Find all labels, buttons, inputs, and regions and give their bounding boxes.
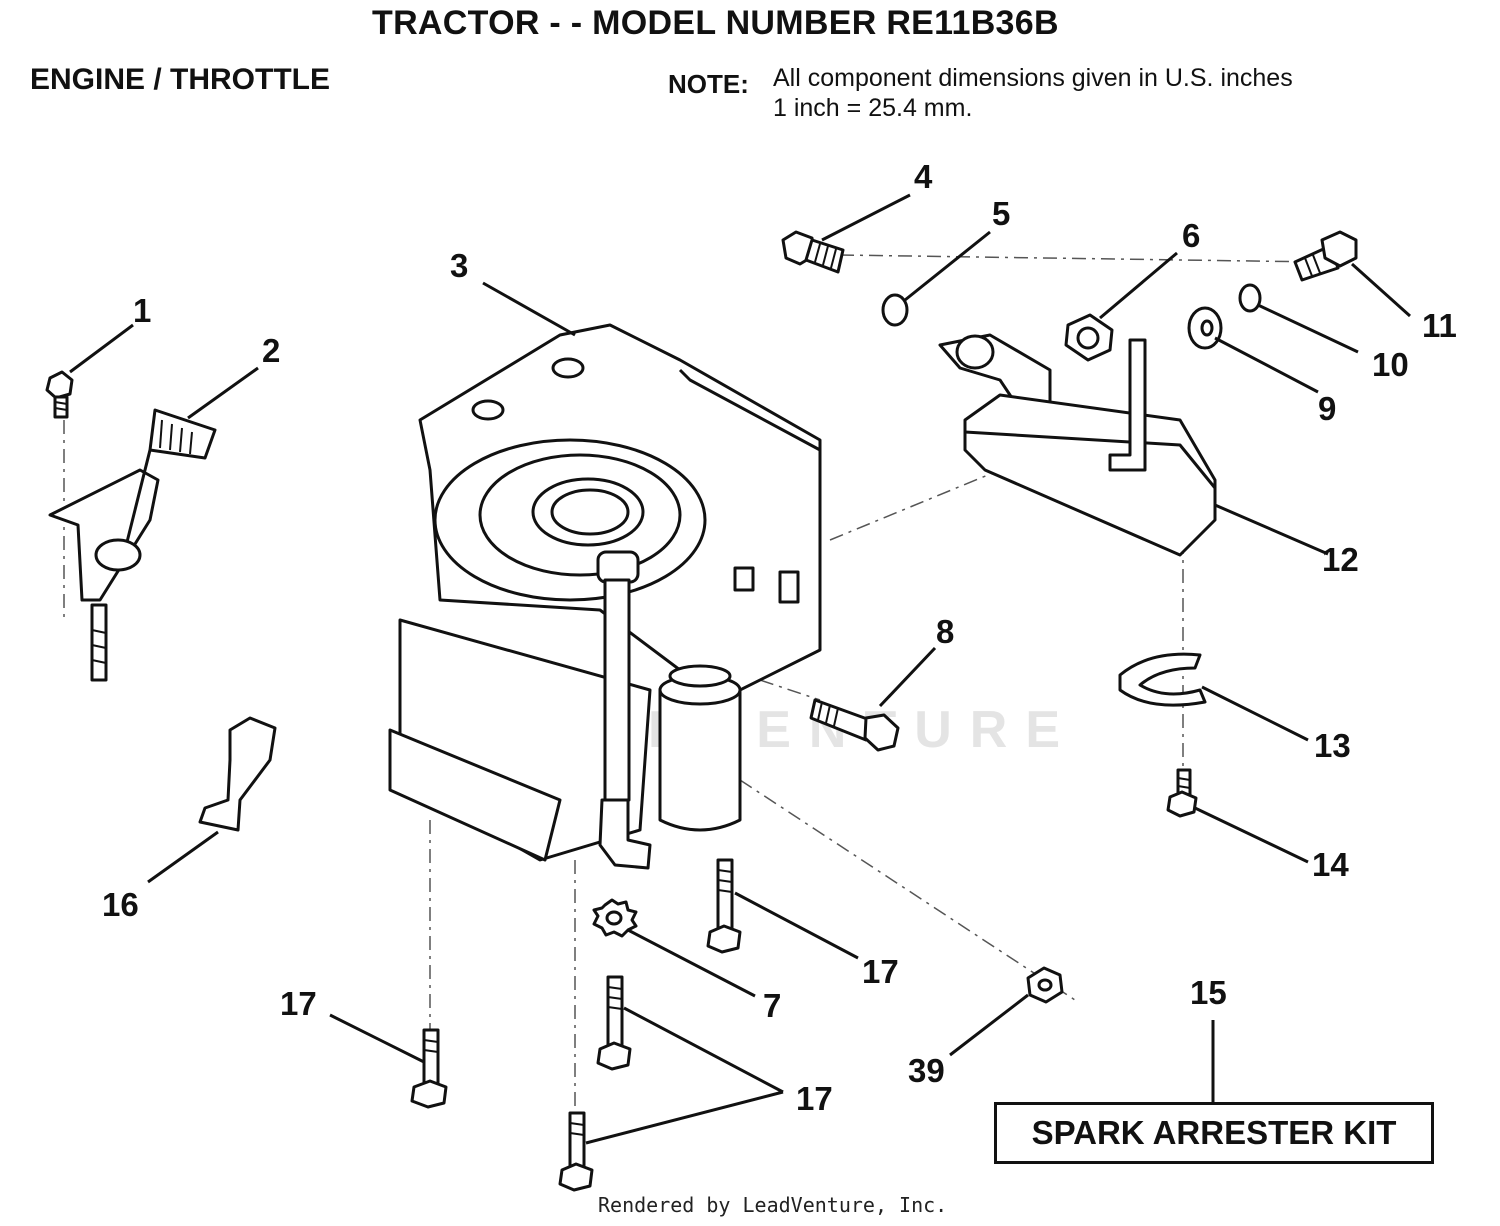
footer-credit: Rendered by LeadVenture, Inc. [598,1193,948,1217]
nut-icon [1026,966,1064,1004]
callout-14: 14 [1312,846,1349,883]
washer-icon [592,898,638,938]
callout-8: 8 [936,613,954,650]
page-title: TRACTOR - - MODEL NUMBER RE11B36B [372,4,1059,42]
callout-17: 17 [796,1080,833,1117]
engine-icon [388,323,822,862]
callout-12: 12 [1322,541,1359,578]
spark-arrester-kit-box: SPARK ARRESTER KIT [994,1102,1434,1164]
bracket-icon [198,716,277,832]
callout-13: 13 [1314,727,1351,764]
section-title: ENGINE / THROTTLE [30,63,330,96]
gasket-icon [1064,313,1114,362]
callout-15: 15 [1190,974,1227,1011]
washer-icon [881,293,909,327]
bolt-icon [809,698,900,752]
callout-2: 2 [262,332,280,369]
oil-filter-icon [658,664,742,832]
callout-9: 9 [1318,390,1336,427]
callout-17: 17 [280,985,317,1022]
bolt-icon [596,975,632,1071]
bolt-icon [558,1111,594,1192]
callout-1: 1 [133,292,151,329]
callout-4: 4 [914,158,933,195]
bolt-icon [781,230,845,274]
callout-7: 7 [763,987,781,1024]
callout-11: 11 [1422,307,1457,344]
leader-lines [69,193,1412,1145]
note-label: NOTE: [668,69,749,99]
spark-arrester-screen-icon [1118,652,1207,707]
bolt-icon [410,1028,448,1109]
bolt-icon [45,370,74,419]
callout-10: 10 [1372,346,1409,383]
dipstick-icon [596,550,652,870]
washer-icon [1238,283,1262,313]
callout-5: 5 [992,195,1010,232]
callout-3: 3 [450,247,468,284]
washer-icon [1187,306,1223,350]
callout-39: 39 [908,1052,945,1089]
callout-16: 16 [102,886,139,923]
bolt-icon [1293,230,1358,282]
bolt-icon [706,858,742,954]
callout-17: 17 [862,953,899,990]
muffler-icon [938,333,1217,557]
note-line-2: 1 inch = 25.4 mm. [773,94,973,122]
throttle-control-icon [48,408,217,682]
callout-6: 6 [1182,217,1200,254]
bolt-icon [1166,768,1198,818]
assembly-lines [63,254,1321,1115]
note-line-1: All component dimensions given in U.S. i… [773,64,1293,92]
